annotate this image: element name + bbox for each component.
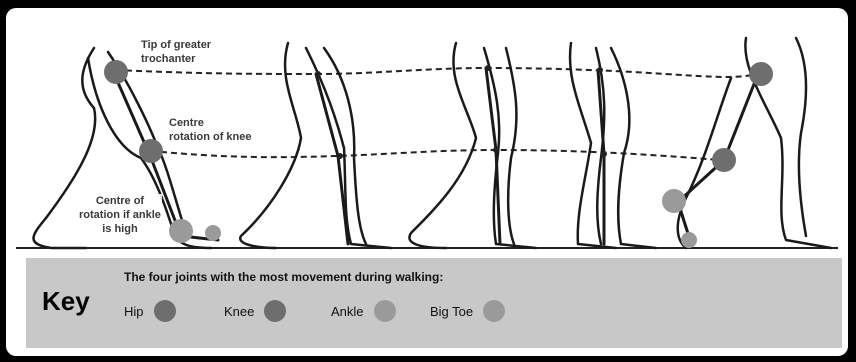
hip-joint-5 [749,62,773,86]
trochanter-label: Tip of greater trochanter [140,38,212,66]
hip-joint-3 [485,65,491,71]
knee-label-line-2: rotation of knee [169,130,252,144]
key-title: Key [42,286,90,317]
hip-joint-2 [315,71,321,77]
ankle-label: Centre of rotation if ankle is high [78,194,162,236]
ankle-label-line-3: is high [79,222,161,236]
key-item-label: Knee [224,304,254,319]
walking-gait-diagram: Tip of greater trochanter Centre rotatio… [6,8,848,356]
hip-joint-4 [597,67,603,73]
ankle-label-line-2: rotation if ankle [79,208,161,222]
key-item-label: Ankle [331,304,364,319]
key-item-hip: Hip [124,299,176,323]
key-item-knee: Knee [224,299,286,323]
leg-pair-4 [570,43,656,248]
key-heading: The four joints with the most movement d… [124,270,443,284]
toe-joint-1 [205,225,221,241]
toe-joint-5 [681,232,697,248]
knee-joint-3 [493,147,499,153]
knee-label-line-1: Centre [169,116,252,130]
hip-joint-1 [104,60,128,84]
knee-joint-5 [712,148,736,172]
trochanter-label-line-1: Tip of greater [141,38,211,52]
key-item-label: Hip [124,304,144,319]
key-swatch-knee [264,300,286,322]
knee-joint-2 [337,153,343,159]
key-item-ankle: Ankle [331,299,396,323]
knee-joint-4 [601,151,607,157]
key-panel: Key The four joints with the most moveme… [26,258,842,348]
key-swatch-hip [154,300,176,322]
key-swatch-ankle [374,300,396,322]
key-item-big-toe: Big Toe [430,299,505,323]
key-item-label: Big Toe [430,304,473,319]
ankle-joint-5 [662,189,686,213]
knee-label: Centre rotation of knee [168,116,253,144]
knee-joint-1 [139,139,163,163]
ankle-label-line-1: Centre of [79,194,161,208]
hip-trajectory-line [116,68,758,77]
ankle-joint-1 [169,219,193,243]
key-swatch-big-toe [483,300,505,322]
trochanter-label-line-2: trochanter [141,52,211,66]
knee-trajectory-line [151,150,724,160]
leg-pair-3 [409,43,536,248]
